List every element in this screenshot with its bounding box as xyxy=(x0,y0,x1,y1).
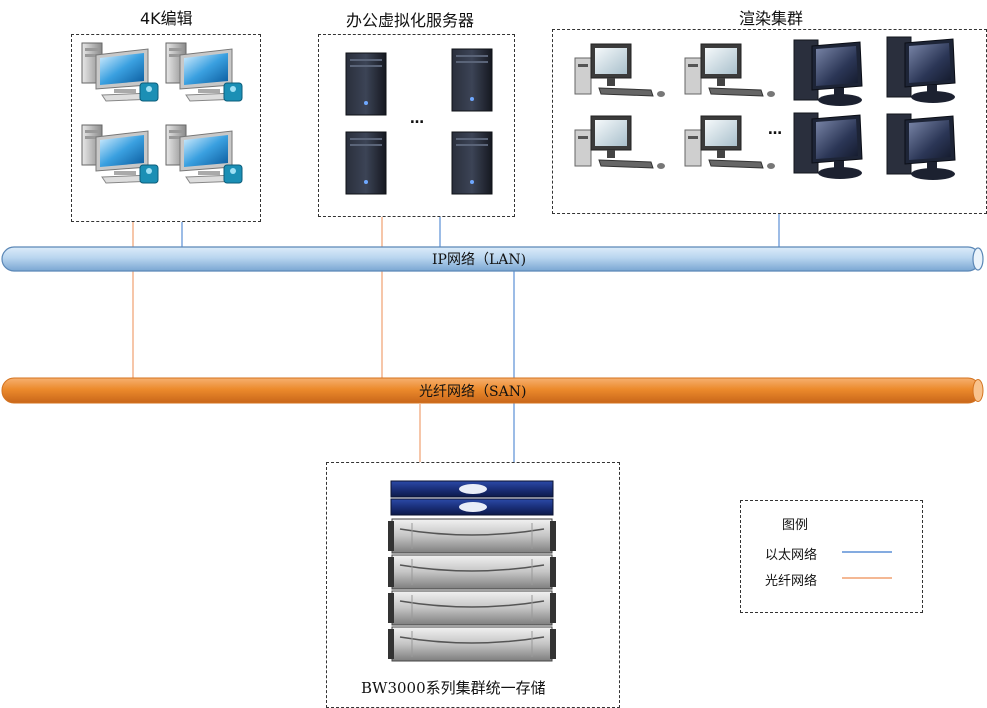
lan-pipe xyxy=(1,246,984,272)
server-tower-icon xyxy=(451,48,493,112)
legend-title: 图例 xyxy=(782,518,809,533)
workstation-icon xyxy=(81,124,159,184)
office-ellipsis: … xyxy=(410,111,424,127)
server-tower-icon xyxy=(451,131,493,195)
server-tower-icon xyxy=(345,52,387,116)
server-tower-icon xyxy=(345,131,387,195)
workstation-icon xyxy=(81,42,159,102)
storage-label: BW3000系列集群统一存储 xyxy=(361,679,546,697)
san-label: 光纤网络（SAN) xyxy=(419,384,527,400)
legend-ethernet-swatch xyxy=(842,551,892,553)
editing-group-title: 4K编辑 xyxy=(140,9,193,28)
office-group xyxy=(318,34,515,217)
render-monitor-icon xyxy=(793,39,863,107)
editing-group xyxy=(71,34,261,222)
office-group-title: 办公虚拟化服务器 xyxy=(346,11,475,30)
workstation-icon xyxy=(165,42,243,102)
render-pc-icon xyxy=(684,115,776,170)
render-pc-icon xyxy=(684,43,776,98)
san-pipe xyxy=(1,377,984,404)
editing-workstations xyxy=(81,42,243,184)
render-monitor-icon xyxy=(886,113,956,181)
legend-item-fiber-label: 光纤网络 xyxy=(765,574,818,589)
legend-item-ethernet-label: 以太网络 xyxy=(765,548,818,563)
render-monitor-icon xyxy=(793,112,863,180)
render-group-title: 渲染集群 xyxy=(739,9,804,28)
storage-group xyxy=(326,462,620,708)
storage-array-icon xyxy=(387,480,557,662)
workstation-icon xyxy=(165,124,243,184)
legend-fiber-swatch xyxy=(842,577,892,579)
lan-label: IP网络（LAN) xyxy=(432,252,527,268)
render-pc-icon xyxy=(574,43,666,98)
legend-box xyxy=(740,500,923,613)
render-ellipsis: … xyxy=(768,122,782,138)
render-pc-icon xyxy=(574,115,666,170)
render-monitor-icon xyxy=(886,36,956,104)
